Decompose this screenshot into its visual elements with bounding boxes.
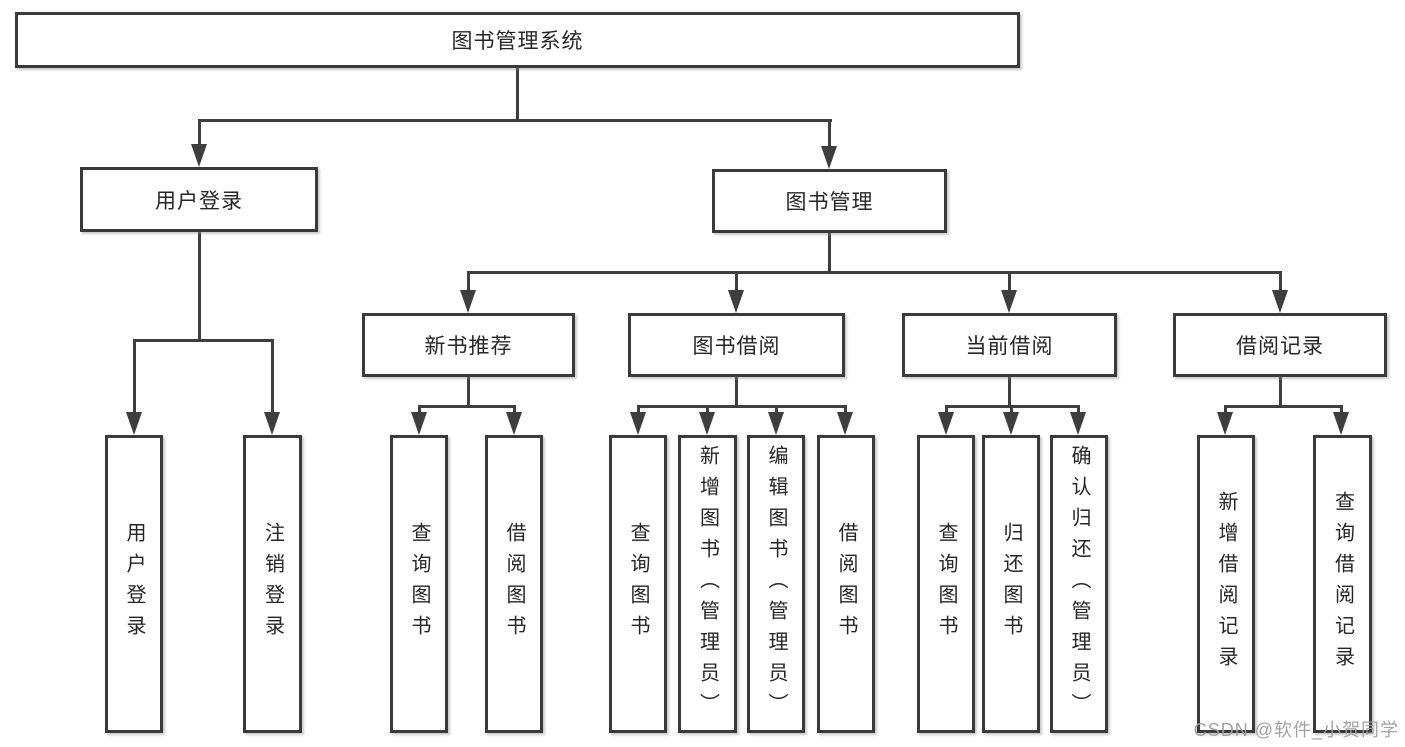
arrowhead-icon — [126, 412, 142, 435]
arrowhead-icon — [768, 412, 784, 435]
leaf-return-books: 归还图书 — [982, 435, 1040, 733]
arrowhead-icon — [264, 412, 280, 435]
arrowhead-icon — [506, 412, 522, 435]
leaf-borrow-books-2: 借阅图书 — [817, 435, 875, 733]
connector-borrow-stub-2 — [706, 405, 709, 417]
connector-current-stub-2 — [1010, 405, 1013, 417]
arrowhead-icon — [191, 144, 207, 167]
connector-newbooks-bar — [418, 405, 516, 408]
leaf-label: 查询图书 — [408, 522, 430, 646]
node-borrow-records: 借阅记录 — [1173, 313, 1387, 377]
connector-mgmt-stub-3 — [1008, 271, 1011, 293]
arrowhead-icon — [1070, 412, 1086, 435]
connector-borrow-stub-4 — [844, 405, 847, 417]
connector-root-bar — [198, 119, 832, 122]
connector-mgmt-stem — [828, 233, 831, 274]
connector-records-bar — [1224, 405, 1343, 408]
node-book-borrow: 图书借阅 — [628, 313, 845, 377]
leaf-borrow-books-1: 借阅图书 — [485, 435, 543, 733]
node-borrow-records-label: 借阅记录 — [1236, 335, 1324, 358]
leaf-query-books-1: 查询图书 — [390, 435, 448, 733]
leaf-label: 归还图书 — [1000, 522, 1022, 646]
node-root: 图书管理系统 — [15, 12, 1020, 68]
arrowhead-icon — [821, 146, 837, 169]
node-user-login: 用户登录 — [80, 167, 318, 232]
leaf-label: 借阅图书 — [835, 522, 857, 646]
leaf-add-books-admin: 新增图书（管理员） — [678, 435, 737, 733]
leaf-label: 新增借阅记录 — [1215, 491, 1237, 677]
node-new-book-recommend: 新书推荐 — [362, 313, 575, 377]
leaf-label: 确认归还（管理员） — [1068, 444, 1090, 724]
connector-current-stub-3 — [1077, 405, 1080, 417]
arrowhead-icon — [411, 412, 427, 435]
connector-login-stub-1 — [133, 339, 136, 415]
node-current-borrow: 当前借阅 — [902, 313, 1117, 377]
arrowhead-icon — [728, 290, 744, 313]
leaf-label: 查询借阅记录 — [1331, 491, 1354, 677]
leaf-query-borrow-record: 查询借阅记录 — [1313, 435, 1372, 733]
connector-newbooks-stub-1 — [418, 405, 421, 417]
leaf-query-books-2: 查询图书 — [609, 435, 667, 733]
node-book-borrow-label: 图书借阅 — [692, 335, 781, 358]
arrowhead-icon — [1272, 290, 1288, 313]
node-current-borrow-label: 当前借阅 — [965, 335, 1054, 358]
connector-login-bar — [133, 339, 274, 342]
arrowhead-icon — [460, 290, 476, 313]
leaf-label: 编辑图书（管理员） — [765, 444, 787, 724]
connector-current-stub-1 — [945, 405, 948, 417]
node-new-book-recommend-label: 新书推荐 — [424, 335, 513, 358]
arrowhead-icon — [1001, 290, 1017, 313]
connector-login-stub-2 — [271, 339, 274, 415]
arrowhead-icon — [1003, 412, 1019, 435]
connector-records-stub-1 — [1224, 405, 1227, 417]
connector-current-stem — [1008, 377, 1011, 408]
connector-borrow-bar — [637, 405, 847, 408]
connector-root-stem — [516, 68, 519, 121]
leaf-user-login: 用户登录 — [105, 435, 163, 733]
connector-newbooks-stem — [467, 377, 470, 408]
arrowhead-icon — [630, 412, 646, 435]
connector-borrow-stub-1 — [637, 405, 640, 417]
leaf-label: 用户登录 — [123, 522, 145, 646]
leaf-label: 查询图书 — [935, 522, 957, 646]
connector-mgmt-stub-4 — [1279, 271, 1282, 293]
connector-mgmt-bar — [467, 271, 1282, 274]
leaf-label: 查询图书 — [627, 522, 649, 646]
arrowhead-icon — [699, 412, 715, 435]
leaf-query-books-3: 查询图书 — [917, 435, 975, 733]
connector-records-stub-2 — [1340, 405, 1343, 417]
connector-root-stub-left — [198, 119, 201, 148]
connector-root-stub-right — [828, 119, 831, 148]
connector-borrow-stub-3 — [775, 405, 778, 417]
leaf-edit-books-admin: 编辑图书（管理员） — [747, 435, 805, 733]
arrowhead-icon — [1217, 412, 1233, 435]
leaf-add-borrow-record: 新增借阅记录 — [1197, 435, 1255, 733]
connector-login-stem — [198, 232, 201, 342]
node-book-management: 图书管理 — [712, 169, 947, 233]
connector-newbooks-stub-2 — [513, 405, 516, 417]
arrowhead-icon — [837, 412, 853, 435]
leaf-label: 注销登录 — [261, 522, 284, 646]
arrowhead-icon — [938, 412, 954, 435]
node-root-label: 图书管理系统 — [451, 30, 584, 53]
node-user-login-label: 用户登录 — [155, 189, 243, 213]
leaf-confirm-return-admin: 确认归还（管理员） — [1050, 435, 1108, 733]
leaf-label: 借阅图书 — [503, 522, 525, 646]
leaf-logout: 注销登录 — [243, 435, 302, 733]
connector-borrow-stem — [735, 377, 738, 408]
leaf-label: 新增图书（管理员） — [696, 444, 719, 724]
connector-records-stem — [1279, 377, 1282, 408]
arrowhead-icon — [1333, 412, 1349, 435]
node-book-management-label: 图书管理 — [785, 191, 874, 214]
connector-mgmt-stub-1 — [467, 271, 470, 293]
watermark: CSDN @软件_小贺同学 — [1193, 720, 1399, 740]
connector-mgmt-stub-2 — [735, 271, 738, 293]
